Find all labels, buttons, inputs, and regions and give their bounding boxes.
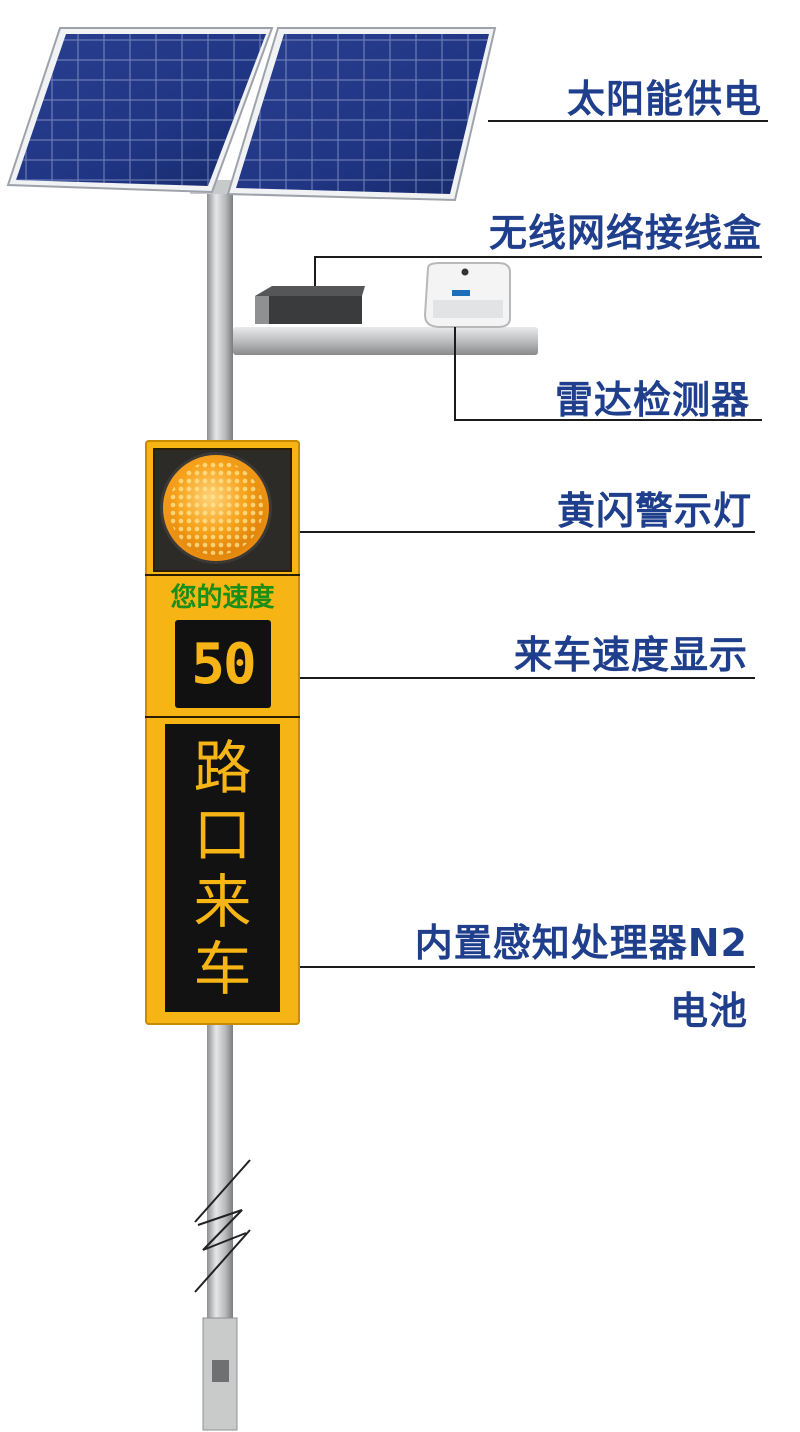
break-zigzag	[197, 1209, 247, 1251]
label-processor: 内置感知处理器N2	[414, 921, 748, 965]
break-line-top	[194, 1159, 251, 1223]
leader-processor	[300, 966, 755, 968]
message-char-1: 路	[193, 733, 252, 802]
yellow-flash-lamp	[163, 455, 269, 561]
speed-label: 您的速度	[170, 583, 275, 613]
label-speed-display: 来车速度显示	[513, 633, 748, 677]
leader-speed	[300, 677, 755, 679]
label-solar-power: 太阳能供电	[566, 77, 762, 121]
leader-lamp	[300, 531, 755, 533]
solar-panel-left	[6, 27, 274, 194]
wireless-junction-box	[255, 286, 365, 324]
message-panel: 路 口 来 车	[165, 724, 280, 1012]
pole-base-vent	[212, 1360, 229, 1382]
led-array	[169, 461, 263, 555]
radar-detector-device	[423, 262, 511, 328]
leader-radar	[454, 327, 762, 421]
message-char-2: 口	[193, 800, 252, 869]
message-char-3: 来	[193, 867, 252, 936]
message-char-4: 车	[193, 934, 252, 1003]
sign-divider-top	[145, 574, 300, 576]
speed-display: 50	[175, 620, 271, 708]
break-line-bottom	[194, 1229, 251, 1293]
leader-solar	[488, 120, 768, 122]
label-yellow-flash-lamp: 黄闪警示灯	[556, 489, 752, 533]
label-wireless-box: 无线网络接线盒	[488, 211, 762, 255]
lamp-housing	[153, 448, 292, 572]
solar-panel-right	[226, 27, 497, 202]
cross-arm	[233, 327, 538, 355]
speed-value: 50	[191, 631, 256, 697]
label-battery: 电池	[669, 989, 748, 1033]
sign-divider-bottom	[145, 716, 300, 718]
speed-warning-sign: 您的速度 50 路 口 来 车	[145, 440, 300, 1025]
label-radar-detector: 雷达检测器	[554, 378, 750, 422]
leader-wireless-box	[314, 256, 762, 286]
